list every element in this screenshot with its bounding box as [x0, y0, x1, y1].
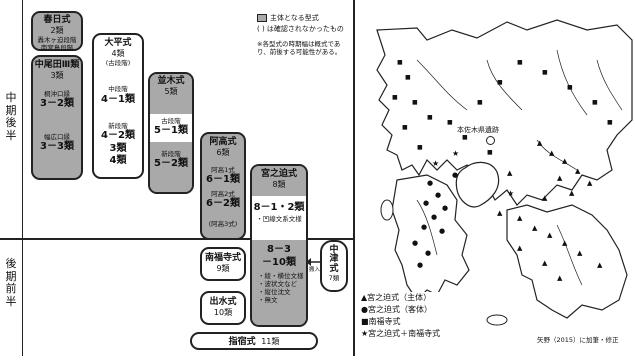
period-divider [0, 238, 355, 240]
map-marker-circles: ● ● ● ● ● ● ● ● ● ● ● [412, 171, 459, 269]
map-island-2 [486, 314, 508, 326]
nanpukuji-title: 南福寺式 [204, 253, 241, 263]
namiki-new-band: 新段階 5－2類 [150, 142, 192, 192]
miyanosako-v1-value: 8－1・2類 [253, 202, 305, 213]
ohira-title: 大平式 [104, 38, 132, 48]
chronology-panel: 中期後半 後期前半 主体となる型式 ( ) は確認されなかったもの ※各型式の時… [0, 0, 355, 356]
ataka-b-value: 6－2類 [206, 198, 240, 209]
nakaoda-title: 中尾田Ⅲ類 [34, 60, 80, 70]
box-kasuga: 春日式 2類 轟木ヶ迫段階 南宮島段階 [31, 11, 83, 53]
shishuku-title: 指宿式 [228, 337, 256, 347]
map-marker-triangles: ▲ ▲ ▲ ▲ ▲ ▲ ▲ ▲ ▲ ▲ ▲ ▲ ▲ ▲ ▲ ▲ ▲ ▲ ▲ [497, 139, 603, 282]
ohira-mid-label: 中段階 [108, 85, 128, 94]
kyushu-map [376, 19, 633, 326]
box-izumi: 出水式 10類 [200, 291, 246, 325]
site-label: 本佐木県遺跡 [457, 126, 499, 134]
map-legend-item-4: ★宮之迫式＋南福寺式 [361, 329, 441, 338]
ataka-count: 6類 [216, 148, 230, 158]
shishuku-count: 11類 [261, 337, 280, 346]
map-credit: 矢野（2015）に加筆・修正 [537, 336, 619, 344]
box-shishuku: 指宿式 11類 [190, 332, 318, 350]
izumi-count: 10類 [213, 308, 233, 318]
nakatsu-arrow-label: 搬入 [309, 267, 321, 273]
miyanosako-note-4: ・無文 [258, 296, 278, 305]
ohira-value-4: 4類 [109, 155, 127, 167]
nakaoda-count: 3類 [50, 71, 64, 81]
period-column-line [22, 0, 23, 356]
map-legend-item-2: ●宮之迫式（客体） [361, 305, 432, 314]
namiki-count: 5類 [164, 87, 178, 97]
nakaoda-a-value: 3－2類 [40, 98, 74, 110]
map-land-north [376, 19, 633, 206]
namiki-title: 並木式 [157, 76, 185, 86]
miyanosako-v2-band: 8－3 －10類 ・綾・横位文様 ・波状文など ・縦位沈文 ・無文 [252, 240, 306, 325]
ataka-title: 阿高式 [209, 137, 237, 147]
map-river-2 [416, 59, 623, 286]
ohira-new-label: 新段階 [108, 122, 128, 130]
ohira-sub: (古段階) [105, 59, 131, 68]
map-marker-stars: ★ ★ ★ [432, 149, 515, 198]
miyanosako-note-2: ・波状文など [258, 280, 297, 289]
map-river-1 [416, 49, 588, 171]
map-legend: ▲宮之迫式（主体） ●宮之迫式（客体） ■南福寺式 ★宮之迫式＋南福寺式 [361, 292, 441, 340]
nakatsu-title: 中津式 [329, 245, 339, 274]
box-nakatsu: 中津式 7類 [320, 240, 348, 292]
namiki-old-value: 5－1類 [154, 125, 188, 137]
ataka-b-label: 阿高2式 [211, 189, 235, 198]
namiki-new-label: 新段階 [161, 150, 181, 158]
namiki-old-label: 古段階 [161, 117, 181, 125]
miyanosako-note-3: ・縦位沈文 [258, 288, 291, 297]
ohira-new-value: 4－2類 [101, 130, 135, 142]
miyanosako-v1-note: ・凹線文系文様 [256, 214, 302, 223]
namiki-new-value: 5－2類 [154, 158, 188, 170]
miyanosako-count: 8類 [272, 180, 286, 190]
map-panel: ▲ ▲ ▲ ▲ ▲ ▲ ▲ ▲ ▲ ▲ ▲ ▲ ▲ ▲ ▲ ▲ ▲ ▲ ▲ ● … [357, 0, 635, 356]
map-land-south-east [506, 204, 628, 319]
ohira-value-3: 3類 [109, 142, 127, 154]
miyanosako-v2b-value: －10類 [262, 256, 296, 268]
nakaoda-a-label: 桐沖口縁 [44, 90, 70, 99]
nakaoda-b-value: 3－3類 [40, 141, 74, 152]
ataka-a-label: 阿高1式 [211, 166, 235, 175]
ataka-a-value: 6－1類 [206, 174, 240, 186]
nanpukuji-count: 9類 [216, 264, 230, 274]
kasuga-count: 2類 [50, 26, 64, 36]
nakatsu-arrow [306, 258, 322, 266]
site-marker [486, 136, 495, 145]
box-ataka: 阿高式 6類 阿高1式 6－1類 阿高2式 6－2類 (阿高3式) [200, 132, 246, 240]
box-namiki: 並木式 5類 古段階 5－1類 新段階 5－2類 [148, 72, 194, 194]
box-nakaoda-iii: 中尾田Ⅲ類 3類 桐沖口縁 3－2類 幅広口縁 3－3類 [31, 55, 83, 180]
map-legend-item-1: ▲宮之迫式（主体） [361, 293, 432, 302]
legend-note: ※各型式の時期幅は概式であり、前後する可能性がある。 [257, 40, 342, 57]
miyanosako-note-1: ・綾・横位文様 [258, 272, 304, 280]
miyanosako-head: 宮之迫式 8類 [252, 166, 306, 196]
box-nanpukuji: 南福寺式 9類 [200, 247, 246, 281]
box-ohira: 大平式 4類 (古段階) 中段階 4－1類 新段階 4－2類 3類 4類 [92, 33, 144, 179]
kasuga-title: 春日式 [43, 15, 71, 25]
miyanosako-title: 宮之迫式 [260, 169, 297, 179]
map-marker-squares: ■ ■ ■ ■ ■ ■ ■ ■ ■ ■ ■ ■ ■ ■ ■ ■ ■ [392, 59, 613, 156]
box-miyanosako: 宮之迫式 8類 8－1・2類 ・凹線文系文様 8－3 －10類 ・綾・横位文様 … [250, 164, 308, 327]
map-bay [455, 161, 500, 208]
namiki-old-band: 古段階 5－1類 [150, 114, 192, 142]
miyanosako-v2-value: 8－3 [267, 244, 291, 255]
period-label-middle-late: 中期後半 [5, 91, 17, 142]
miyanosako-v1-band: 8－1・2類 ・凹線文系文様 [252, 196, 306, 240]
kasuga-line-1: 轟木ヶ迫段階 [37, 36, 77, 45]
legend-paren-label: ( ) は確認されなかったもの [257, 25, 344, 33]
nakatsu-count: 7類 [328, 274, 340, 283]
kasuga-line-2: 南宮島段階 [40, 44, 74, 53]
namiki-head: 並木式 5類 [150, 74, 192, 114]
nakaoda-b-label: 幅広口縁 [44, 132, 70, 141]
ohira-count: 4類 [111, 49, 125, 59]
legend-swatch [257, 14, 267, 22]
map-island-1 [380, 199, 394, 221]
ataka-c-label: (阿高3式) [208, 219, 238, 228]
izumi-title: 出水式 [209, 297, 237, 307]
period-label-late-early: 後期前半 [5, 257, 17, 308]
ohira-mid-value: 4－1類 [101, 93, 135, 105]
map-land-south-west [391, 174, 470, 301]
map-legend-item-3: ■南福寺式 [361, 317, 401, 326]
legend-main-label: 主体となる型式 [270, 14, 319, 22]
